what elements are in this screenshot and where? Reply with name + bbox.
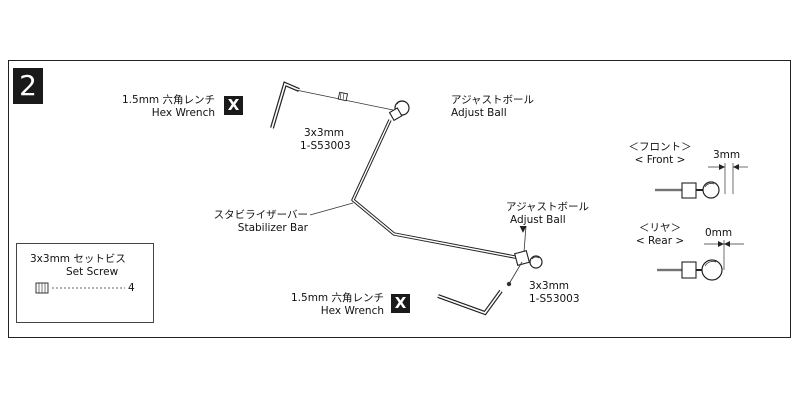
parts-legend-box: [16, 243, 154, 323]
step-number-badge: 2: [13, 68, 43, 104]
adjust-ball-top-label-en: Adjust Ball: [451, 107, 507, 119]
legend-label-en: Set Screw: [66, 266, 119, 278]
screw-bottom-size-label: 3x3mm: [529, 280, 570, 292]
legend-label-jp: 3x3mm セットビス: [30, 253, 126, 265]
adjust-ball-top-icon: [388, 100, 410, 122]
adjust-ball-bottom-label-en: Adjust Ball: [510, 214, 566, 226]
hex-wrench-bottom-icon: [437, 289, 503, 316]
screw-top-size-label: 3x3mm: [304, 127, 345, 139]
insertion-line-bottom: [508, 261, 523, 285]
legend-quantity: 4: [128, 282, 135, 294]
hex-wrench-bottom-label-en: Hex Wrench: [320, 305, 384, 317]
rear-dimension-icon: [704, 240, 744, 270]
hex-wrench-bottom-label-jp: 1.5mm 六角レンチ: [291, 292, 384, 304]
rear-dimension-value: 0mm: [705, 227, 733, 239]
stabilizer-label-jp: スタビライザーバー: [213, 209, 308, 221]
front-dimension-value: 3mm: [713, 149, 741, 161]
front-ball-detail-icon: [655, 181, 720, 199]
rear-detail-label-jp: ＜リヤ＞: [639, 222, 681, 234]
adjust-ball-top-label-jp: アジャストボール: [451, 94, 535, 106]
adjust-ball-bottom-icon: [513, 249, 543, 269]
set-screw-top-icon: [337, 91, 349, 102]
set-screw-bottom-icon: [506, 281, 512, 287]
adjust-ball-bottom-label-jp: アジャストボール: [506, 201, 590, 213]
hex-wrench-top-label-jp: 1.5mm 六角レンチ: [122, 94, 215, 106]
screw-bottom-code-label: 1-S53003: [529, 293, 580, 305]
front-detail-label-jp: ＜フロント＞: [628, 141, 692, 153]
legend-set-screw-icon: [35, 282, 49, 294]
hex-wrench-bottom-x-mark: X: [391, 294, 410, 313]
ball-leader-bottom: [523, 225, 527, 253]
rear-detail-label-en: < Rear >: [635, 235, 685, 247]
stabilizer-leader: [309, 202, 354, 216]
front-detail-label-en: < Front >: [634, 154, 686, 166]
diagram-frame: [8, 60, 791, 338]
hex-wrench-top-icon: [270, 81, 300, 129]
front-dimension-icon: [708, 163, 748, 194]
rear-ball-detail-icon: [657, 259, 723, 281]
stabilizer-bar-icon: [351, 119, 521, 260]
hex-wrench-top-x-mark: X: [224, 96, 243, 115]
stabilizer-label-en: Stabilizer Bar: [237, 222, 308, 234]
hex-wrench-top-label-en: Hex Wrench: [151, 107, 215, 119]
screw-top-code-label: 1-S53003: [300, 140, 351, 152]
